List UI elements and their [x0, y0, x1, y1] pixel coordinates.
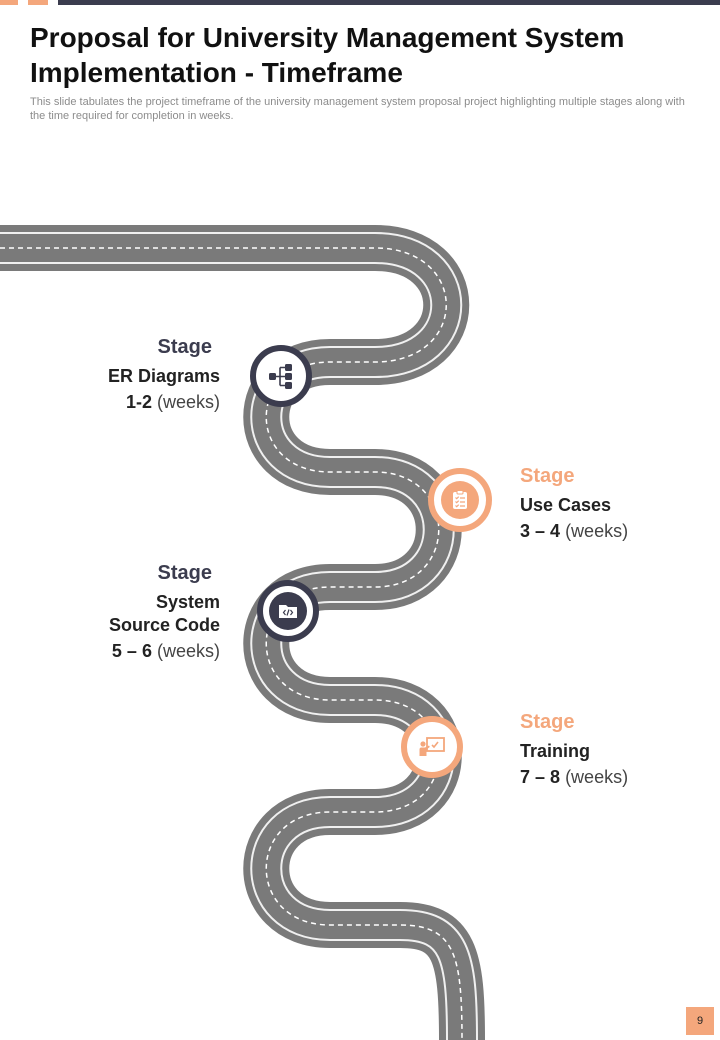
- stage-name: Use Cases: [520, 495, 612, 515]
- stage-node-use-cases: [428, 468, 492, 532]
- stage-node-er-diagrams: [250, 345, 312, 407]
- stage-duration: 1-2 (weeks): [60, 391, 220, 414]
- stage-node-training: [401, 716, 463, 778]
- stage-heading: Stage: [157, 336, 212, 358]
- stage-weeks-unit: (weeks): [156, 392, 220, 412]
- top-dark-bar: [58, 0, 720, 5]
- stage-heading: Stage: [157, 562, 212, 584]
- top-accent-bar-left: [0, 0, 18, 5]
- code-folder-icon: [269, 592, 307, 630]
- stage-name: ER Diagrams: [107, 366, 220, 386]
- page-title: Proposal for University Management Syste…: [30, 22, 625, 88]
- stage-name: Training: [520, 741, 591, 761]
- top-accent-bar-mid: [28, 0, 48, 5]
- stage-name-line2: Source Code: [108, 615, 220, 635]
- stage-duration: 7 – 8 (weeks): [520, 766, 700, 789]
- stage-weeks-unit: (weeks): [565, 767, 629, 787]
- stage-training: Stage Training 7 – 8 (weeks): [520, 710, 700, 789]
- stage-duration: 3 – 4 (weeks): [520, 520, 700, 543]
- stage-name-line1: System: [155, 592, 220, 612]
- stage-weeks-value: 3 – 4: [520, 521, 561, 541]
- presentation-board-icon: [417, 732, 447, 762]
- stage-duration: 5 – 6 (weeks): [60, 640, 220, 663]
- stage-use-cases: Stage Use Cases 3 – 4 (weeks): [520, 464, 700, 543]
- stage-weeks-value: 1-2: [125, 392, 152, 412]
- stage-heading: Stage: [520, 711, 575, 733]
- stage-weeks-value: 5 – 6: [111, 641, 152, 661]
- stage-weeks-unit: (weeks): [565, 521, 629, 541]
- stage-system-source-code: Stage System Source Code 5 – 6 (weeks): [60, 561, 220, 663]
- stage-heading: Stage: [520, 465, 575, 487]
- stage-node-system-source-code: [257, 580, 319, 642]
- clipboard-checklist-icon: [441, 481, 479, 519]
- page-number: 9: [686, 1007, 714, 1035]
- stage-er-diagrams: Stage ER Diagrams 1-2 (weeks): [60, 335, 220, 414]
- stage-weeks-unit: (weeks): [156, 641, 220, 661]
- page-subtitle: This slide tabulates the project timefra…: [30, 96, 685, 122]
- stage-weeks-value: 7 – 8: [520, 767, 561, 787]
- hierarchy-icon: [266, 361, 296, 391]
